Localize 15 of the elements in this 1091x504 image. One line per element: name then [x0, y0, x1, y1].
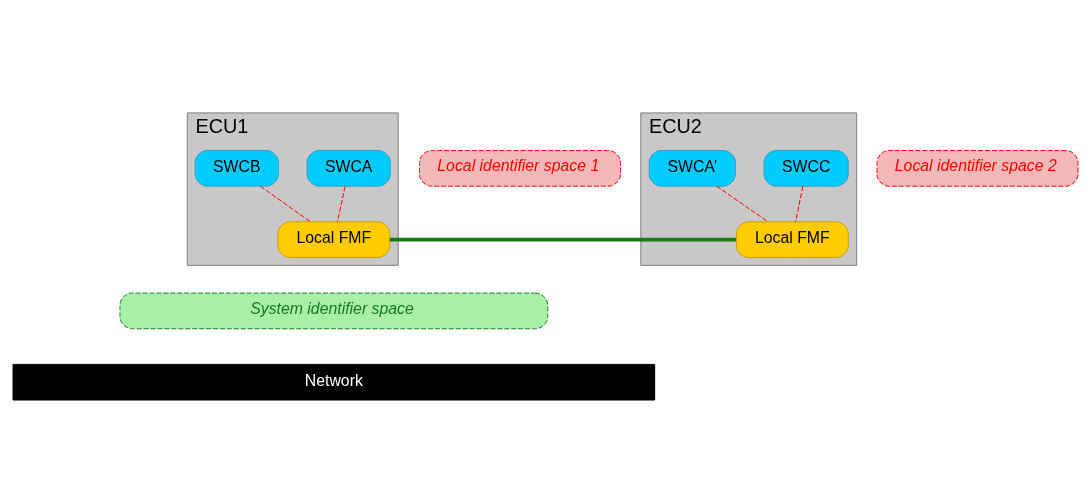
connector: [389, 237, 737, 242]
node-box: System identifier space: [119, 292, 549, 329]
connector: [795, 185, 804, 222]
node-box: Local FMF: [735, 220, 849, 258]
node-box: SWCB: [194, 149, 279, 187]
connector: [260, 185, 311, 222]
node-box: SWCC: [763, 149, 849, 187]
connector: [716, 185, 769, 222]
connector: [337, 185, 346, 222]
node-box: Local FMF: [277, 220, 391, 258]
node-box: Local identifier space 2: [876, 149, 1079, 187]
node-box: SWCA: [306, 149, 391, 187]
node-box: SWCA’: [648, 149, 736, 187]
node-box: Local identifier space 1: [419, 149, 621, 187]
node-box: Network: [12, 363, 656, 401]
